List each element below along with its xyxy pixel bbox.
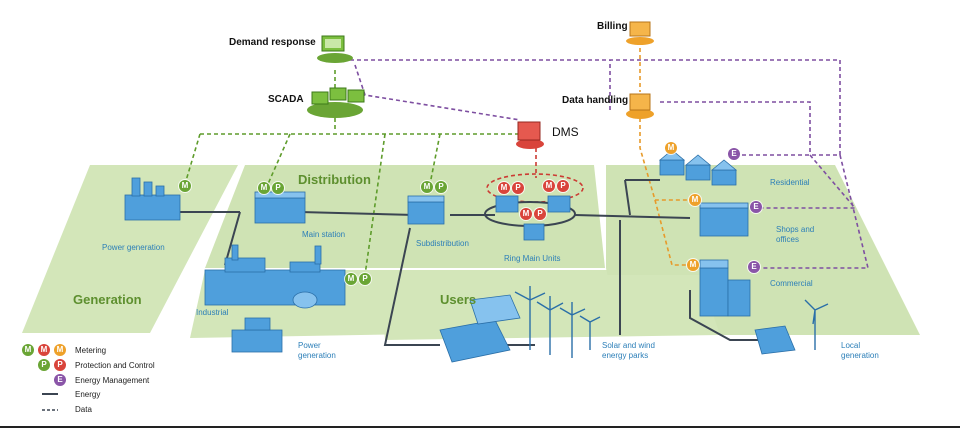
label-local-generation: Local generation: [841, 341, 879, 360]
protection-badge-rmu-left: P: [512, 182, 524, 194]
metering-badge-rmu-bottom: M: [520, 208, 532, 220]
demand-response-device: [317, 35, 353, 63]
legend-energy-mgmt-label: Energy Management: [75, 376, 150, 385]
metering-badge-commercial: M: [687, 259, 699, 271]
residential-houses: [658, 149, 738, 186]
label-data-handling: Data handling: [562, 95, 629, 106]
metering-badge-rmu-right: M: [543, 180, 555, 192]
label-subdistribution: Subdistribution: [416, 239, 469, 248]
label-scada: SCADA: [268, 94, 304, 105]
ring-main-unit-left: [495, 195, 519, 213]
data-line-scada-tree: [184, 70, 520, 276]
legend-metering-red-icon: M: [38, 344, 50, 356]
zone-label-generation: Generation: [73, 292, 142, 307]
label-industrial: Industrial: [196, 308, 229, 317]
bottom-border: [0, 426, 960, 428]
label-main-station: Main station: [302, 230, 346, 239]
legend-data-label: Data: [75, 405, 92, 414]
industrial-plant: [204, 244, 346, 309]
label-billing: Billing: [597, 21, 628, 32]
zone-label-users: Users: [440, 292, 477, 307]
energy-mgmt-badge-shops: E: [750, 201, 762, 213]
label-ring-main-units: Ring Main Units: [504, 254, 561, 263]
zone-label-distribution: Distribution: [298, 172, 371, 187]
metering-badge-rmu-left: M: [498, 182, 510, 194]
label-residential: Residential: [770, 178, 810, 187]
protection-badge-subdistribution: P: [435, 181, 447, 193]
dms-device: [516, 121, 544, 149]
main-station-building: [254, 191, 306, 224]
energy-line-consumer: [619, 179, 760, 341]
solar-panels: [439, 294, 521, 363]
legend-protection-label: Protection and Control: [75, 361, 155, 370]
data-handling-device: [626, 93, 654, 119]
protection-badge-industrial: P: [359, 273, 371, 285]
label-power-generation-bottom: Power generation: [298, 341, 336, 360]
metering-badge-shops: M: [689, 194, 701, 206]
data-line-orange: [639, 48, 688, 266]
label-commercial: Commercial: [770, 279, 813, 288]
legend-metering-orange-icon: M: [54, 344, 66, 356]
legend-protection-green-icon: P: [38, 359, 50, 371]
shops-offices-building: [699, 202, 749, 237]
legend-energy-label: Energy: [75, 390, 101, 399]
metering-badge-industrial: M: [345, 273, 357, 285]
local-solar-panel: [754, 325, 796, 355]
label-shops-offices: Shops and offices: [776, 225, 815, 244]
legend-energy-mgmt-icon: E: [54, 374, 66, 386]
metering-badge-data-handling: M: [665, 142, 677, 154]
power-generation-bottom-plant: [231, 317, 283, 353]
ring-main-unit-right: [547, 195, 571, 213]
commercial-building: [699, 259, 751, 317]
legend-protection-red-icon: P: [54, 359, 66, 371]
subdistribution-building: [407, 195, 445, 225]
energy-line-industrial: [224, 211, 241, 266]
local-wind-turbine: [804, 299, 829, 350]
ring-main-unit-bottom: [523, 223, 545, 241]
power-generation-plant: [124, 177, 181, 221]
metering-badge-generation: M: [179, 180, 191, 192]
label-power-generation-top: Power generation: [102, 243, 165, 252]
data-line-purple: [350, 59, 870, 269]
label-demand-response: Demand response: [229, 37, 316, 48]
protection-badge-main-station: P: [272, 182, 284, 194]
billing-device: [626, 21, 654, 45]
energy-mgmt-badge-commercial: E: [748, 261, 760, 273]
energy-line-main: [160, 211, 691, 219]
energy-mgmt-badge-residential: E: [728, 148, 740, 160]
metering-badge-main-station: M: [258, 182, 270, 194]
scada-device: [307, 87, 365, 118]
wind-turbines: [514, 286, 601, 358]
protection-badge-rmu-right: P: [557, 180, 569, 192]
label-dms: DMS: [552, 125, 579, 139]
generation-zone: [22, 165, 238, 333]
legend-metering-label: Metering: [75, 346, 107, 355]
metering-badge-subdistribution: M: [421, 181, 433, 193]
protection-badge-rmu-bottom: P: [534, 208, 546, 220]
label-solar-wind: Solar and wind energy parks: [602, 341, 655, 360]
legend-metering-green-icon: M: [22, 344, 34, 356]
